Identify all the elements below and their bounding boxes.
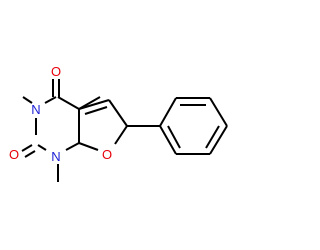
bond-ph1: [159, 97, 177, 127]
bond-c6-o7: [114, 125, 128, 145]
bond-ph6: [159, 125, 177, 155]
bond-c4a-c5: [78, 99, 110, 110]
bond-c4-n3: [44, 96, 57, 104]
bond-ph-inner3: [167, 125, 181, 149]
bond-c5-c6: [108, 99, 128, 127]
bond-c2-o2: [21, 144, 33, 152]
molecule-canvas: O N O N O: [8, 64, 228, 182]
bond-o7-c7a: [78, 142, 99, 151]
bond-ph4: [209, 125, 228, 155]
bond-c2-n1: [37, 144, 47, 151]
bond-c4a-c4: [57, 96, 80, 110]
bond-ph-inner2: [205, 125, 220, 149]
atom-label-n1: N: [51, 149, 60, 164]
molecule-structure: O N O N O: [9, 64, 228, 182]
atom-label-o4: O: [51, 64, 61, 79]
atom-label-o2: O: [9, 147, 19, 162]
bond-n3-methyl: [22, 96, 33, 104]
bond-ph3: [209, 97, 228, 127]
bond-n1-c7a: [65, 142, 80, 151]
atom-label-n3: N: [31, 102, 40, 117]
atom-label-o7: O: [102, 147, 112, 162]
bond-c4a-c5-inner: [84, 106, 108, 115]
bond-c2-o2-b: [24, 150, 36, 158]
